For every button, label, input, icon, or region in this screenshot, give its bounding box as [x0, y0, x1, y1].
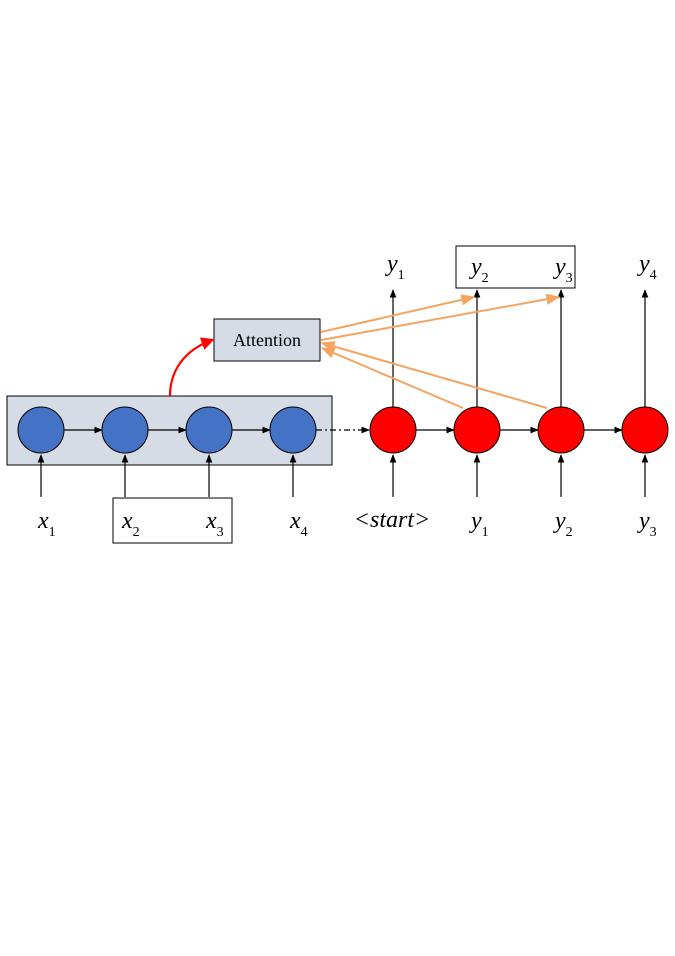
- decoder-output-label-2: y2: [469, 254, 489, 286]
- decoder-output-label-3: y3: [553, 254, 573, 286]
- decoder-output-label-4: y4: [637, 251, 657, 283]
- encoder-input-label-1: x1: [37, 508, 56, 540]
- encoder-to-attention-arrow: [168, 337, 215, 397]
- decoder-input-label-3: y3: [637, 508, 657, 540]
- start-token-label: <start>: [354, 507, 430, 533]
- decoder-node-4: [621, 406, 669, 454]
- output-group-box: [455, 245, 576, 289]
- encoder-node-4: [269, 406, 317, 454]
- state2-to-attention-arrow: [320, 347, 464, 409]
- encoder-input-label-4: x4: [289, 508, 308, 540]
- attention-to-y3-arrow: [320, 293, 561, 341]
- decoder-input-label-1: y1: [469, 508, 489, 540]
- state3-to-attention-arrow: [320, 341, 548, 409]
- decoder-output-label-1: y1: [385, 251, 405, 283]
- input-group-box: [112, 497, 233, 544]
- decoder-node-3: [537, 406, 585, 454]
- attention-to-y2-arrow: [320, 294, 476, 333]
- attention-box: [213, 318, 321, 362]
- decoder-input-label-2: y2: [553, 508, 573, 540]
- encoder-node-1: [17, 406, 65, 454]
- decoder-node-2: [453, 406, 501, 454]
- decoder-node-1: [369, 406, 417, 454]
- encoder-input-label-3: x3: [205, 508, 224, 540]
- encoder-node-3: [185, 406, 233, 454]
- attention-label: Attention: [233, 330, 301, 350]
- encoder-input-label-2: x2: [121, 508, 140, 540]
- encoder-node-2: [101, 406, 149, 454]
